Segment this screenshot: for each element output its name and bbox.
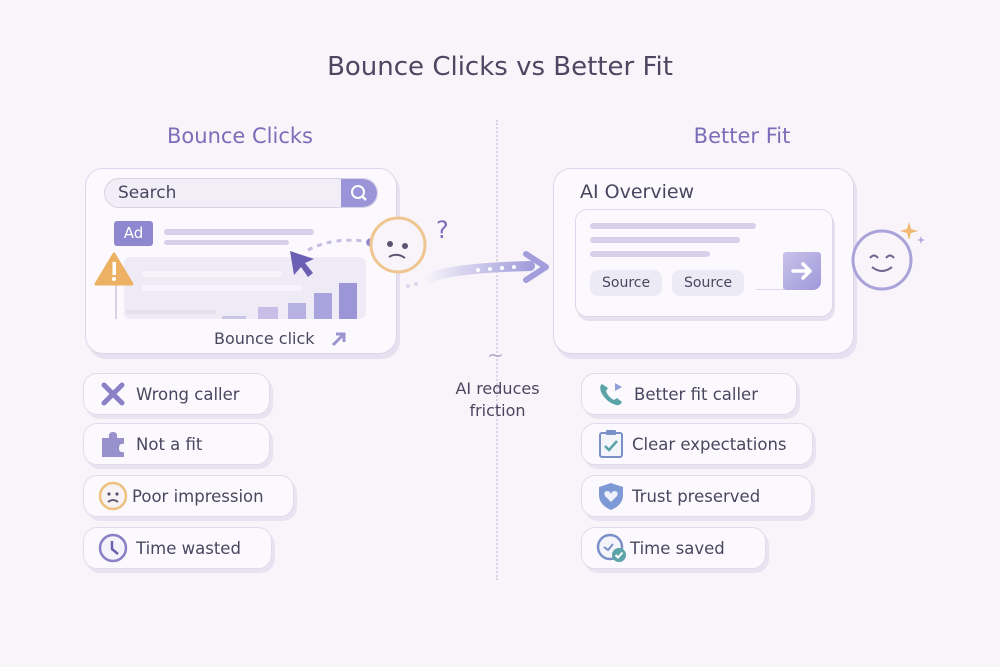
list-item-wrong-caller: Wrong caller [83,373,270,415]
list-item-label: Better fit caller [634,384,758,404]
list-item-better-fit-caller: Better fit caller [581,373,797,415]
result-panel [124,257,366,319]
go-button[interactable] [783,252,821,290]
search-icon [351,185,367,201]
divider [496,120,498,580]
source-chip-label[interactable]: Source [590,270,663,296]
left-heading: Bounce Clicks [167,124,313,148]
search-button[interactable] [341,179,377,207]
shield-heart-icon [596,481,626,511]
puzzle-icon [98,429,128,459]
right-heading: Better Fit [693,124,791,148]
list-item-label: Not a fit [136,434,203,454]
arrow-up-right-icon [331,332,346,347]
squiggle: ~ [487,343,504,367]
list-item-time-saved: Time saved [581,527,766,569]
list-item-clear-expectations: Clear expectations [581,423,813,465]
list-item-poor-impression: Poor impression [83,475,294,517]
transition-arrow-icon [406,251,549,288]
ai-overview-panel: Source Source [575,209,833,317]
list-item-label: Time wasted [136,538,241,558]
search-results-card: Search Ad Bounce click [85,168,397,354]
clock-check-icon [596,533,626,563]
happy-face-icon [851,222,925,291]
text-line [164,240,289,245]
list-item-label: Time saved [630,538,725,558]
list-item-label: Clear expectations [632,434,787,454]
list-item-label: Poor impression [132,486,264,506]
ai-overview-title: AI Overview [580,181,695,203]
clipboard-check-icon [596,429,626,459]
list-item-label: Wrong caller [136,384,240,404]
page-title: Bounce Clicks vs Better Fit [327,52,673,82]
list-item-trust-preserved: Trust preserved [581,475,812,517]
cursor-icon [290,251,314,277]
search-input[interactable]: Search [118,183,177,203]
ai-overview-card: AI Overview Source Source [553,168,854,354]
ad-badge: Ad [114,221,153,246]
source-chip-label[interactable]: Source [672,270,745,296]
bounce-click-label: Bounce click [214,329,315,348]
warning-icon [94,252,134,319]
sad-face-icon [98,481,128,511]
center-label: AI reduces friction [420,378,575,422]
center-label-line1: AI reduces [455,379,540,398]
list-item-label: Trust preserved [632,486,761,506]
confused-face: ? [307,216,449,274]
arrow-right-icon [791,262,812,280]
source-chip[interactable]: Source [590,270,663,296]
question-mark: ? [436,216,449,244]
phone-icon [596,379,626,409]
text-line [164,229,314,235]
list-item-not-a-fit: Not a fit [83,423,270,465]
clock-icon [98,533,128,563]
search-bar[interactable]: Search [104,178,378,208]
list-item-time-wasted: Time wasted [83,527,272,569]
x-icon [98,379,128,409]
center-label-line2: friction [469,401,526,420]
source-chip[interactable]: Source [672,270,745,296]
